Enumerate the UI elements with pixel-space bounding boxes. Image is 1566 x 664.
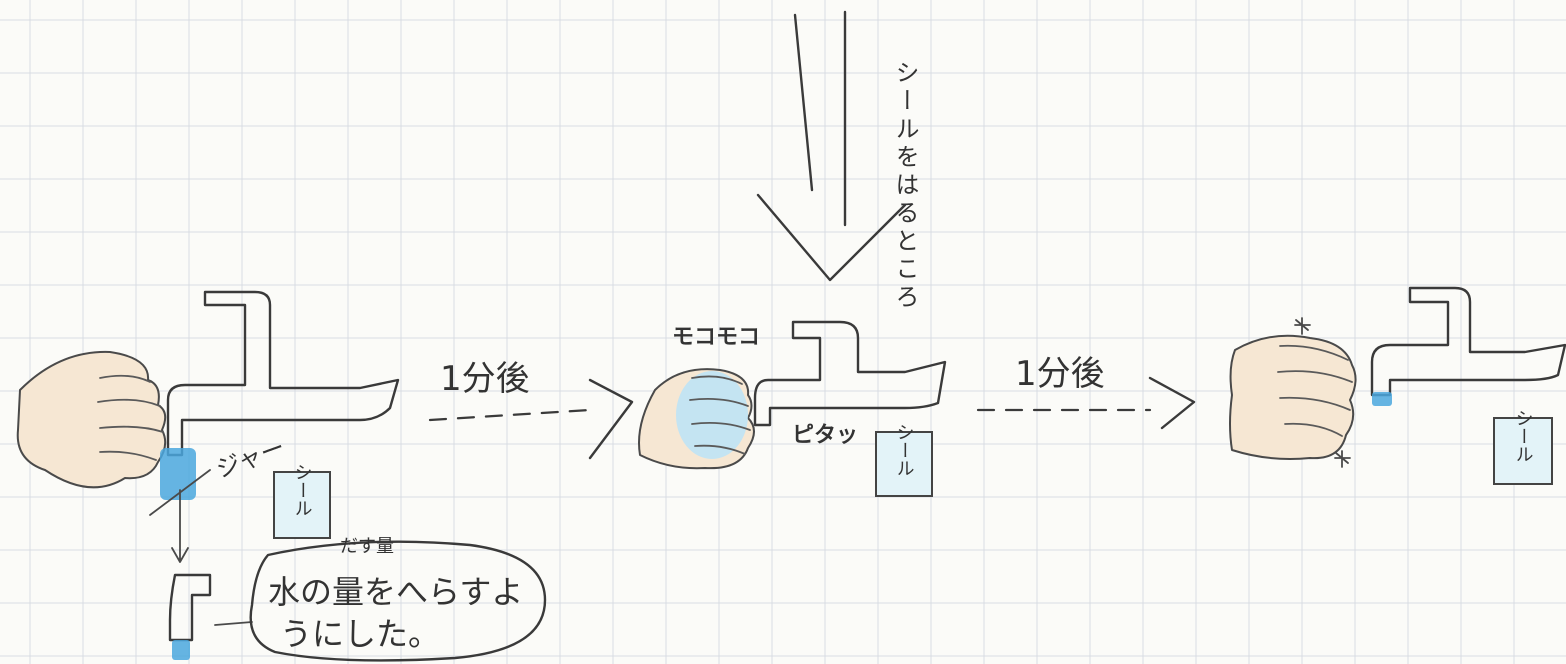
vertical-note: シールをはるところ: [891, 60, 919, 312]
down-arrow-1: [171, 489, 189, 563]
hand-1-fingers: [97, 374, 164, 461]
arrow-1-label: 1分後: [440, 359, 530, 399]
hand-3-fingers: [1277, 344, 1353, 437]
big-down-arrow: [756, 10, 907, 282]
sticker-3: シール: [1493, 409, 1553, 485]
sticker-2: シール: [875, 423, 933, 497]
arrow-2-label: 1分後: [1015, 354, 1105, 394]
svg-text:シール: シール: [1513, 409, 1534, 463]
sticker-1: シール: [273, 463, 331, 539]
speech-bubble: [249, 540, 547, 662]
foam-patch: [676, 371, 748, 459]
svg-text:シール: シール: [894, 423, 915, 477]
foam-label: モコモコ: [672, 325, 760, 350]
faucet-small: [168, 573, 212, 642]
sparkle-bottom: [1334, 450, 1351, 468]
hand-2-fingers: [689, 375, 751, 455]
hand-1: [16, 350, 167, 489]
scene-1-water-running: ジャー シール: [16, 290, 400, 563]
sound-stop-label: ピタッ: [792, 423, 858, 448]
scene-2-foam: シールをはるところ モコモコ ピタッ シール: [638, 10, 947, 497]
water-stream-1: [160, 448, 196, 500]
sparkle-top: [1294, 317, 1311, 335]
svg-text:シール: シール: [292, 463, 313, 517]
arrow-2: 1分後: [976, 354, 1196, 430]
arrow-1: 1分後: [428, 359, 634, 460]
faucet-1: [166, 290, 400, 457]
bubble-line-2: うにした。: [280, 615, 440, 653]
scene-1-detail: だす量 水の量をへらすよ うにした。: [168, 536, 547, 662]
scene-3-clean: シール: [1229, 286, 1566, 485]
bubble-line-1: 水の量をへらすよ: [268, 573, 523, 611]
faucet-2: [753, 320, 947, 427]
faucet-3: [1370, 286, 1566, 397]
bubble-insert-text: だす量: [340, 536, 394, 557]
